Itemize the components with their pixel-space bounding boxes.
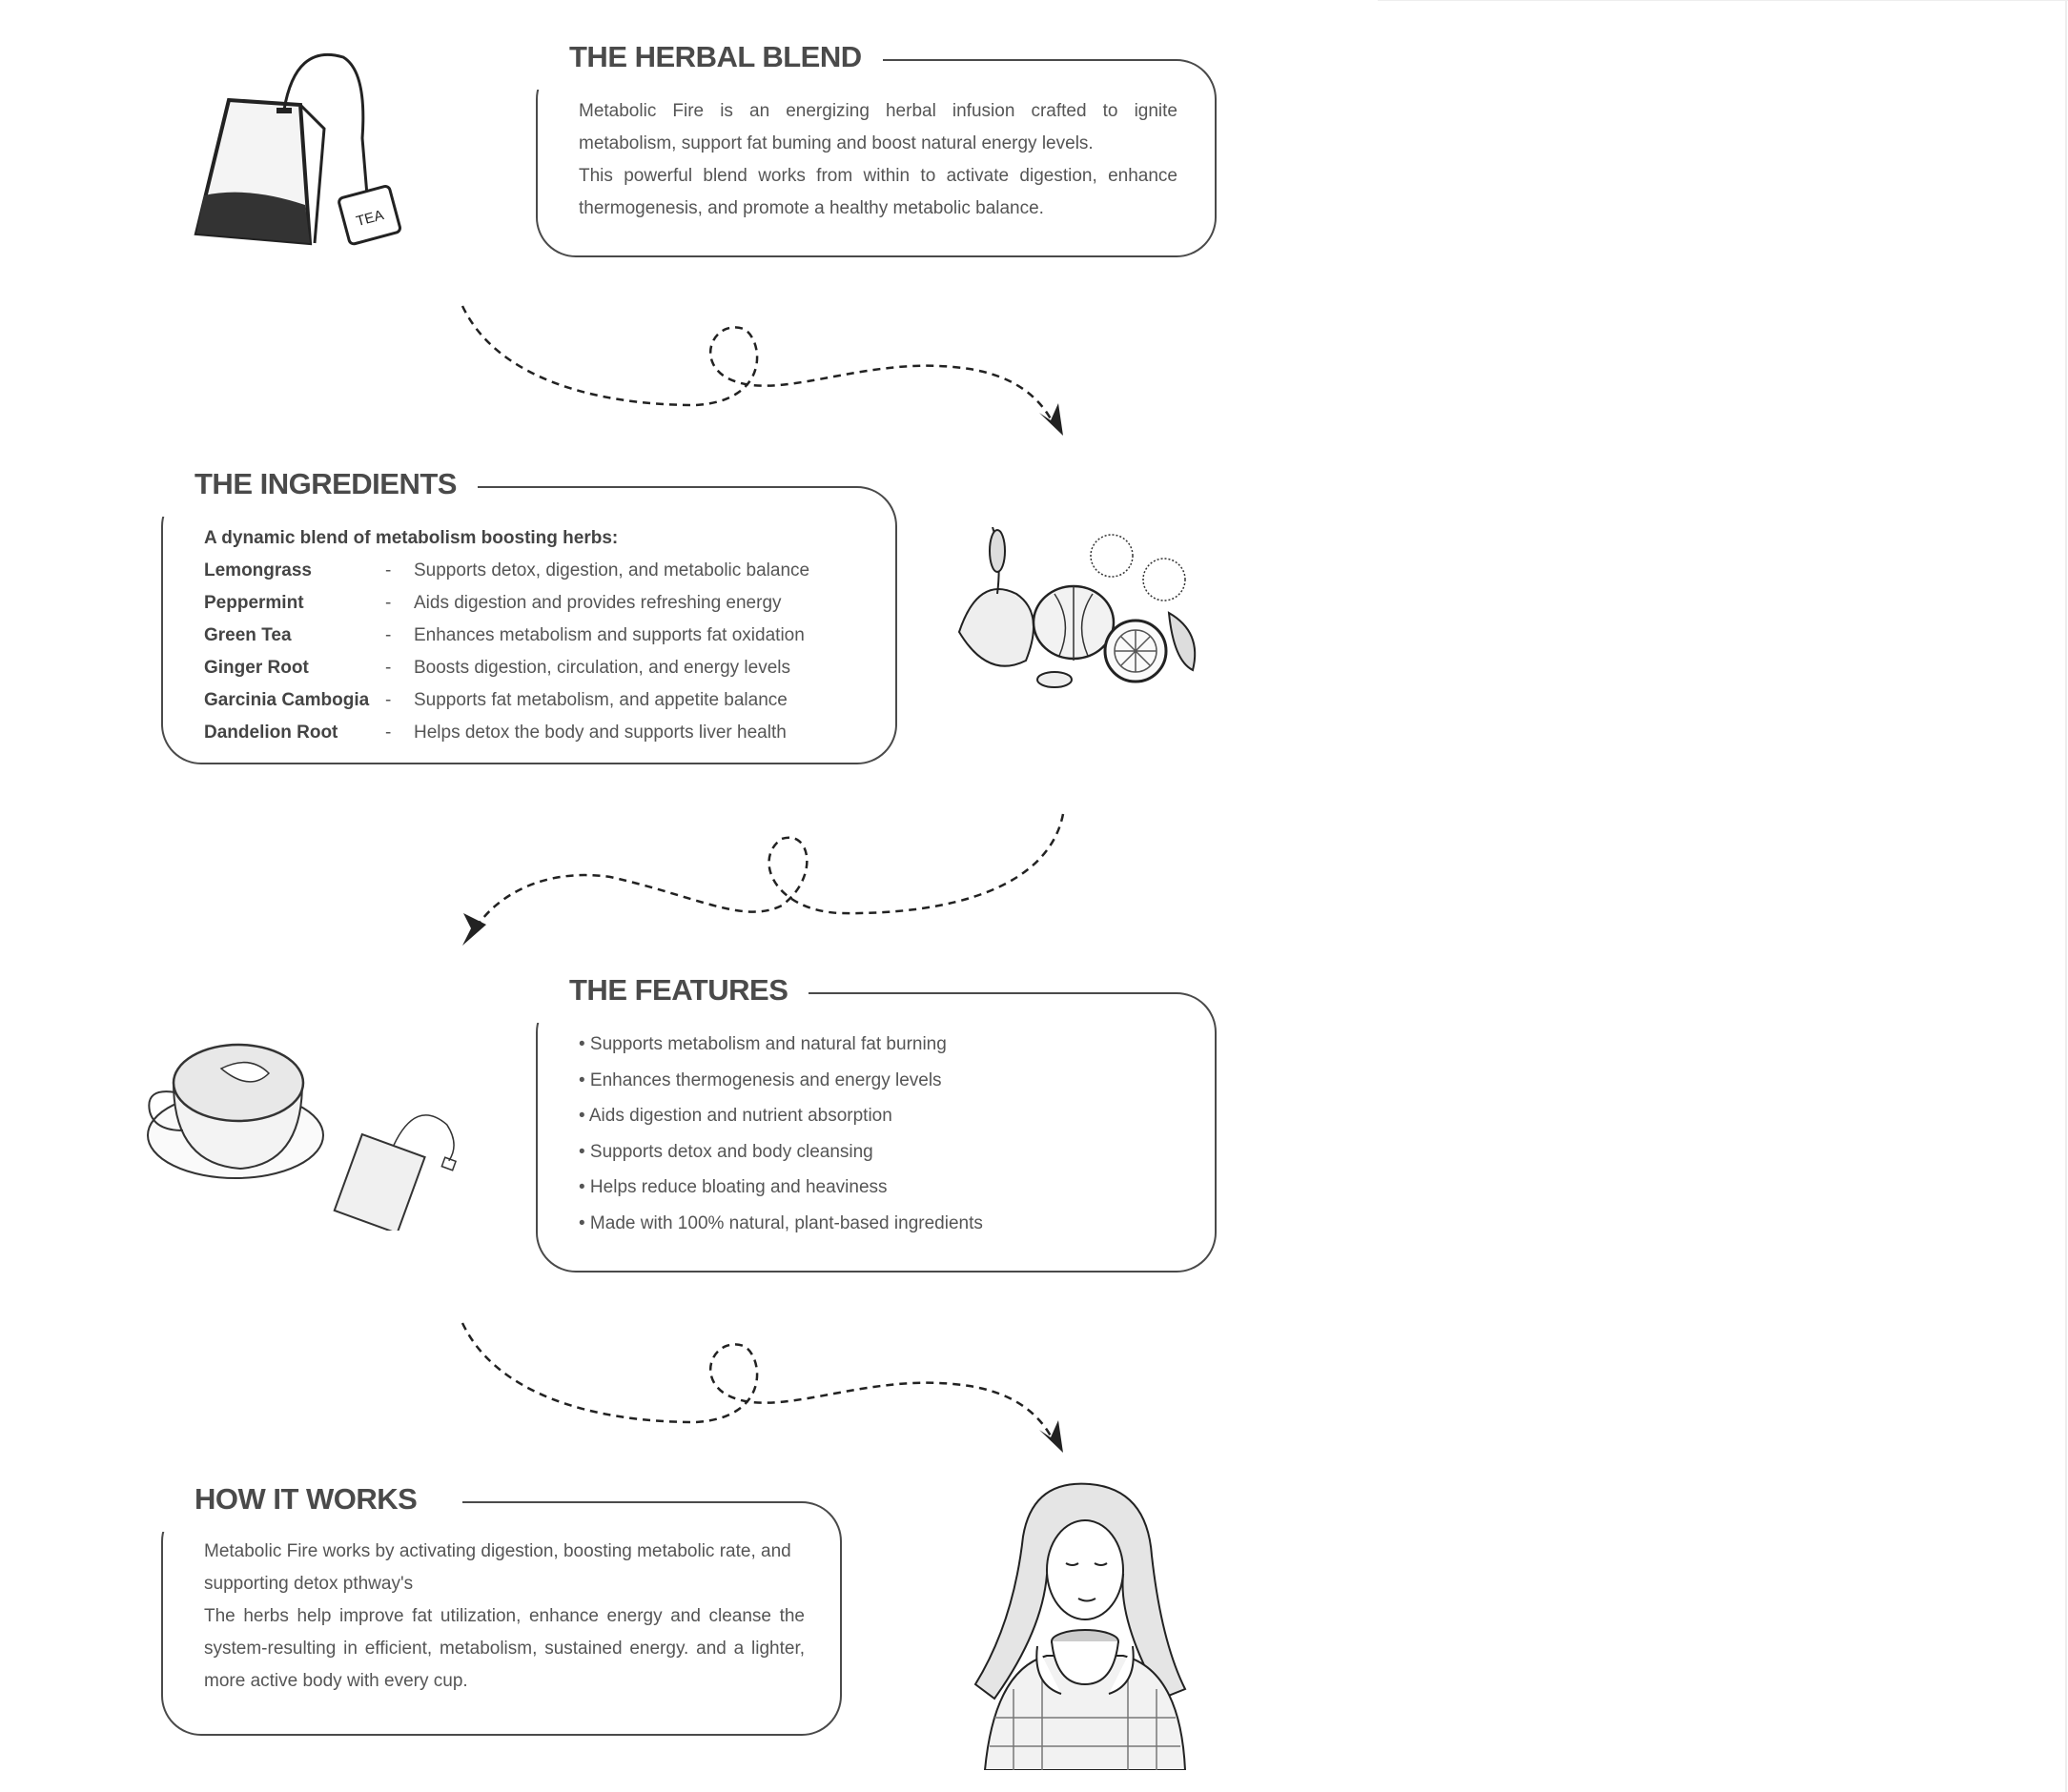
ingredient-name: Garcinia Cambogia <box>204 690 370 710</box>
tea-bag-illustration: TEA <box>191 52 405 272</box>
arrowhead-icon <box>1039 1420 1063 1453</box>
ingredients-card: THE INGREDIENTS A dynamic blend of metab… <box>154 465 897 764</box>
ingredient-row: Ginger Root - Boosts digestion, circulatio… <box>204 652 871 684</box>
feature-item: • Helps reduce bloating and heaviness <box>579 1177 888 1197</box>
ingredient-name: Green Tea <box>204 625 292 645</box>
ingredient-dash: - <box>385 560 392 580</box>
ingredient-row: Green Tea - Enhances metabolism and suppor… <box>204 620 871 652</box>
ingredient-row: Dandelion Root - Helps detox the body and … <box>204 717 871 749</box>
arrowhead-icon <box>1039 403 1063 436</box>
how-it-works-title: HOW IT WORKS <box>154 1480 463 1532</box>
page-edge-right <box>2065 0 2067 1792</box>
herbal-blend-paragraph-2: This powerful blend works from within to… <box>579 166 1177 218</box>
ingredient-dash: - <box>385 658 392 678</box>
arrowhead-icon <box>462 913 486 946</box>
dashed-arrow-2 <box>462 813 1065 946</box>
ingredient-row: Peppermint - Aids digestion and provides r… <box>204 587 871 620</box>
ingredient-description: Supports fat metabolism, and appetite ba… <box>414 690 788 710</box>
ingredient-description: Aids digestion and provides refreshing e… <box>414 593 782 613</box>
page-edge-top <box>1378 0 2068 1</box>
ingredient-description: Boosts digestion, circulation, and energ… <box>414 658 791 678</box>
feature-item: • Aids digestion and nutrient absorption <box>579 1106 892 1126</box>
feature-item: • Supports detox and body cleansing <box>579 1141 873 1162</box>
feature-item: • Supports metabolism and natural fat bu… <box>579 1034 947 1054</box>
features-title: THE FEATURES <box>528 971 809 1023</box>
ingredient-row: Lemongrass - Supports detox, digestion, an… <box>204 555 871 587</box>
ingredient-name: Ginger Root <box>204 658 309 678</box>
ingredient-row: Garcinia Cambogia- Supports fat metabolis… <box>204 684 871 717</box>
ingredients-intro: A dynamic blend of metabolism boosting h… <box>204 528 619 548</box>
ingredient-dash: - <box>385 625 392 645</box>
ingredient-dash: - <box>385 723 392 743</box>
ingredients-list: Lemongrass - Supports detox, digestion, an… <box>204 555 871 749</box>
herbal-blend-paragraph-1: Metabolic Fire is an energizing herbal i… <box>579 101 1177 153</box>
how-it-works-paragraph-2: The herbs help improve fat utilization, … <box>204 1606 805 1691</box>
ingredient-dash: - <box>385 593 392 613</box>
dashed-arrow-3 <box>461 1322 1063 1453</box>
ingredient-dash: - <box>385 690 392 710</box>
feature-item: • Made with 100% natural, plant-based in… <box>579 1212 983 1233</box>
ingredient-description: Supports detox, digestion, and metabolic… <box>414 560 810 580</box>
tea-cup-illustration <box>145 1035 460 1235</box>
herbal-blend-title: THE HERBAL BLEND <box>528 38 883 90</box>
woman-drinking-tea-illustration <box>956 1479 1204 1775</box>
feature-item: • Enhances thermogenesis and energy leve… <box>579 1069 942 1090</box>
ingredient-description: Enhances metabolism and supports fat oxi… <box>414 625 805 645</box>
ingredient-description: Helps detox the body and supports liver … <box>414 723 787 743</box>
features-list: • Supports metabolism and natural fat bu… <box>579 1027 1189 1241</box>
ingredient-name: Dandelion Root <box>204 723 338 743</box>
herbs-illustration <box>950 526 1207 703</box>
how-it-works-paragraph-1: Metabolic Fire works by activating diges… <box>204 1541 791 1594</box>
herbal-blend-card: THE HERBAL BLEND Metabolic Fire is an en… <box>528 38 1217 257</box>
features-card: THE FEATURES • Supports metabolism and n… <box>528 971 1217 1273</box>
dashed-arrow-1 <box>461 305 1063 436</box>
how-it-works-card: HOW IT WORKS Metabolic Fire works by act… <box>154 1480 842 1736</box>
tea-tag-label: TEA <box>355 207 386 230</box>
ingredients-title: THE INGREDIENTS <box>154 465 478 517</box>
ingredient-name: Lemongrass <box>204 560 312 580</box>
ingredient-name: Peppermint <box>204 593 304 613</box>
